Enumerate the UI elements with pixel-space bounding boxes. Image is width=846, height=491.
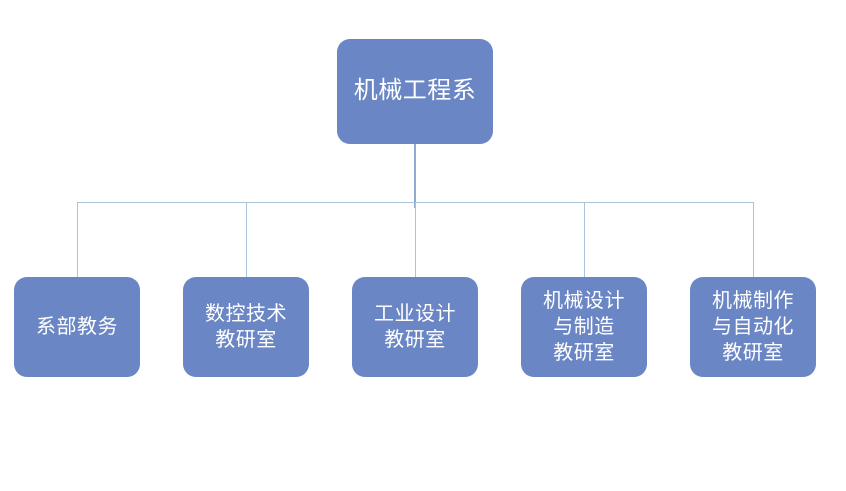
connector-drop-4 bbox=[584, 202, 585, 277]
node-child-label: 机械设计 与制造 教研室 bbox=[543, 290, 625, 364]
node-child-industrial-design[interactable]: 工业设计 教研室 bbox=[352, 277, 478, 377]
node-child-academic-affairs[interactable]: 系部教务 bbox=[14, 277, 140, 377]
connector-drop-1 bbox=[77, 202, 78, 277]
node-child-mechanical-fabrication-automation[interactable]: 机械制作 与自动化 教研室 bbox=[690, 277, 816, 377]
node-child-label: 系部教务 bbox=[36, 316, 118, 338]
node-root-department[interactable]: 机械工程系 bbox=[337, 39, 493, 144]
node-child-label: 数控技术 教研室 bbox=[205, 303, 287, 351]
node-root-label: 机械工程系 bbox=[353, 77, 477, 104]
connector-drop-5 bbox=[753, 202, 754, 277]
connector-drop-2 bbox=[246, 202, 247, 277]
connector-root-stem bbox=[414, 144, 416, 208]
connector-drop-3 bbox=[415, 202, 416, 277]
node-child-mechanical-design-manufacturing[interactable]: 机械设计 与制造 教研室 bbox=[521, 277, 647, 377]
node-child-label: 工业设计 教研室 bbox=[374, 303, 456, 351]
node-child-cnc-technology[interactable]: 数控技术 教研室 bbox=[183, 277, 309, 377]
node-child-label: 机械制作 与自动化 教研室 bbox=[712, 290, 794, 364]
